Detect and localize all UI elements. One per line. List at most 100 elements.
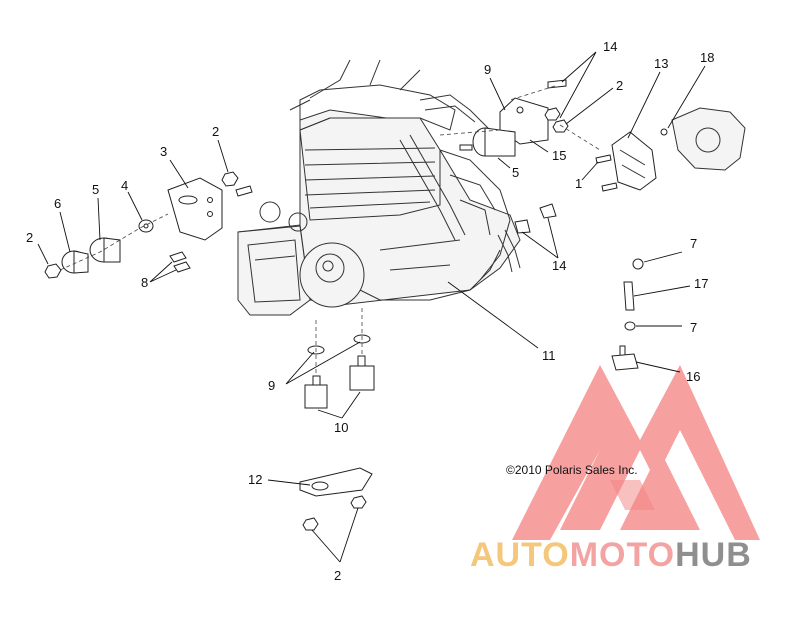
leader-12 — [267, 479, 311, 486]
callout-2-bottom: 2 — [334, 568, 341, 583]
part-7-cap-top — [632, 258, 644, 270]
leader-10 — [317, 391, 361, 419]
leader-14-top — [559, 51, 597, 119]
leader-6 — [59, 211, 71, 253]
leader-4 — [127, 191, 143, 221]
watermark-auto: AUTO — [470, 536, 570, 574]
engine-stator-bolt — [322, 260, 334, 272]
callout-12: 12 — [248, 472, 262, 487]
part-1-bolt-b — [601, 182, 618, 192]
leader-5-left — [97, 197, 101, 241]
part-12-plate-hole — [311, 481, 329, 491]
callout-18: 18 — [700, 50, 714, 65]
engine-left-case — [237, 225, 311, 316]
part-5-mount-body — [103, 237, 121, 263]
engine-stator-cover — [299, 242, 365, 308]
watermark-text: AUTOMOTOHUB — [470, 536, 752, 574]
part-10-mount-left-stud — [312, 375, 321, 386]
engine-port-left — [259, 201, 281, 223]
callout-2-left: 2 — [26, 230, 33, 245]
engine-cylinder-fins — [304, 147, 436, 209]
part-12-plate — [299, 467, 373, 497]
engine-left-case-panel — [247, 239, 301, 303]
part-5-stud — [459, 144, 473, 151]
watermark-logo — [512, 365, 760, 540]
callout-14-top: 14 — [603, 39, 617, 54]
part-13-bracket-ribs — [619, 149, 646, 179]
part-8-bolt-b — [173, 261, 191, 273]
part-16-mount — [611, 353, 639, 371]
part-1-bolt-a — [595, 154, 612, 164]
leader-15 — [529, 139, 549, 153]
leader-16 — [635, 361, 681, 373]
callout-13: 13 — [654, 56, 668, 71]
leader-2-bottom — [311, 507, 359, 563]
leader-9-top — [489, 77, 506, 111]
callout-4: 4 — [121, 178, 128, 193]
engine-top-pipes — [419, 94, 491, 131]
part-10-mount-right — [349, 365, 375, 391]
leader-2-bracket — [217, 139, 229, 173]
part-3-hole-b — [207, 211, 213, 217]
part-10-mount-left — [304, 384, 328, 409]
part-17-pin — [623, 281, 635, 311]
callout-5-left: 5 — [92, 182, 99, 197]
leader-8 — [149, 261, 177, 283]
watermark-hub: HUB — [675, 536, 752, 574]
watermark-logo-mark — [512, 365, 760, 540]
callout-11: 11 — [542, 348, 556, 363]
callout-17: 17 — [694, 276, 708, 291]
part-6-spacer-body — [73, 250, 89, 274]
part-3-slot — [178, 195, 198, 205]
dashed-assembly-line-top — [439, 85, 601, 151]
part-18-throttle-body — [671, 107, 746, 171]
engine-port-mid — [288, 212, 308, 232]
leader-1 — [581, 161, 599, 181]
callout-9-top: 9 — [484, 62, 491, 77]
callout-2-bracket: 2 — [212, 124, 219, 139]
callout-10: 10 — [334, 420, 348, 435]
callout-5-top: 5 — [512, 165, 519, 180]
leader-7-top — [643, 251, 683, 263]
leader-18 — [667, 65, 706, 129]
watermark-moto: MOTO — [570, 536, 675, 574]
part-bolt-bracket-side — [235, 185, 253, 197]
part-2-nut-top-a — [544, 107, 561, 121]
leader-lines — [37, 51, 706, 563]
part-7-cap-bottom — [624, 321, 636, 331]
part-5-mount-top-body — [484, 127, 516, 157]
part-8-bolt-a — [169, 251, 187, 263]
callout-numbers: 14 9 2 13 18 2 3 5 4 6 2 8 15 5 1 14 7 1… — [26, 39, 714, 583]
engine-oil-line — [497, 229, 521, 273]
callout-16: 16 — [686, 369, 700, 384]
leader-9-bottom — [285, 341, 361, 385]
dashed-assembly-line-left — [59, 213, 169, 271]
leader-11 — [447, 281, 539, 349]
part-9-bracket-hole — [516, 106, 524, 114]
engine-assembly — [237, 59, 521, 316]
leader-17 — [633, 285, 691, 297]
callout-15: 15 — [552, 148, 566, 163]
leader-3 — [169, 159, 189, 189]
leader-5-top — [497, 157, 511, 169]
callout-9-bottom: 9 — [268, 378, 275, 393]
callout-6: 6 — [54, 196, 61, 211]
part-3-hole-a — [207, 197, 213, 203]
leader-2-top — [565, 87, 614, 125]
part-18-throttle-port — [695, 127, 721, 153]
callout-2-top: 2 — [616, 78, 623, 93]
part-2-nut-left — [44, 263, 62, 279]
part-14-bolt-top — [547, 79, 567, 89]
engine-lower-case — [359, 239, 501, 301]
callout-14-right: 14 — [552, 258, 566, 273]
engine-breather-hose — [399, 134, 466, 241]
copyright-notice: ©2010 Polaris Sales Inc. — [506, 463, 638, 477]
part-2-nut-bracket — [221, 171, 239, 187]
callout-3: 3 — [160, 144, 167, 159]
callout-1: 1 — [575, 176, 582, 191]
part-14-bolt-right-b — [514, 219, 531, 234]
engine-stator-hub — [315, 253, 345, 283]
part-2-nut-top-b — [552, 119, 569, 133]
